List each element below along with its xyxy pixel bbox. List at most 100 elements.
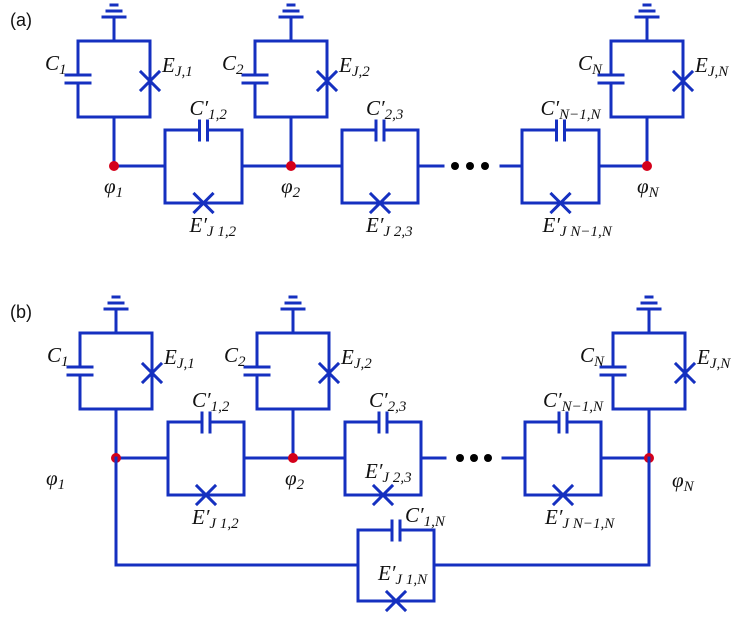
panels-0-cells-0-cap-label: C1	[45, 51, 67, 78]
panels-0-cells-1-cap-label-subscript: 2	[236, 62, 244, 78]
wire	[384, 589, 408, 613]
coupler-jj-label-main: E′	[365, 213, 384, 237]
ground-icon	[634, 3, 660, 43]
ground-icon	[636, 295, 662, 335]
panels-1-cells-1-jj-label-main: E	[340, 345, 354, 369]
coupler-cap-label-main: C′	[190, 96, 209, 120]
ellipsis-dots: •••	[456, 454, 492, 462]
coupler-jj-label: E′J 1,2	[191, 505, 239, 532]
panels-1-cells-1-cap-label: C2	[224, 343, 246, 370]
coupler-jj-label-subscript: J 1,2	[207, 224, 237, 240]
panels-1-cells-2-jj-label-subscript: J,N	[710, 356, 731, 372]
coupler-cap-label-main: C′	[543, 388, 562, 412]
node-phi-label-main: φ	[104, 174, 116, 198]
panels-0-cells-2-cap-label-main: C	[578, 51, 593, 75]
node-dot	[642, 161, 652, 171]
coupler-cap-label: C′2,3	[369, 388, 406, 415]
panels-1-cells-0-cap-label-main: C	[47, 343, 62, 367]
capacitor-icon	[241, 73, 269, 85]
panels-0-cells-0-jj-label: EJ,1	[161, 53, 193, 80]
panels-0-cells-1-cap-label: C2	[222, 51, 244, 78]
panels-1-cells-2-jj-label: EJ,N	[696, 345, 731, 372]
wire	[549, 191, 572, 215]
panels-0-cells-0-jj-label-main: E	[161, 53, 175, 77]
ellipsis-dot	[484, 454, 492, 462]
node-dot	[109, 161, 119, 171]
panels-1-cells-2-cap-label: CN	[580, 343, 605, 370]
capacitor-icon	[243, 365, 271, 377]
coupler-cap-label: C′N−1,N	[543, 388, 604, 415]
panels-1-cells-1-jj-label: EJ,2	[340, 345, 372, 372]
coupler	[166, 411, 246, 507]
wire	[368, 191, 392, 215]
panels-0-cells-2-jj-label: EJ,N	[694, 53, 729, 80]
ground-icon	[103, 295, 129, 335]
panels-0-cells-2-jj-label-subscript: J,N	[708, 64, 729, 80]
josephson-junction-icon	[317, 361, 341, 385]
coupler-cap-label-subscript: 2,3	[388, 399, 407, 415]
node-dot	[286, 161, 296, 171]
coupler-jj-label: E′J 2,3	[365, 213, 413, 240]
wire	[315, 69, 339, 93]
panels-0-cells-2-cap-label: CN	[578, 51, 603, 78]
panels-0-cells-1-jj-label-subscript: J,2	[352, 64, 370, 80]
coupler-jj-label: E′J 2,3	[364, 459, 412, 486]
node-phi-label-subscript: 2	[297, 477, 305, 493]
coupler-cap-label-subscript: 2,3	[385, 107, 404, 123]
capacitor-icon	[599, 365, 627, 377]
capacitor-icon	[66, 365, 94, 377]
josephson-junction-icon	[371, 483, 395, 507]
wire	[140, 361, 164, 385]
coupler-cap-label: C′N−1,N	[541, 96, 602, 123]
coupler-jj-label: E′J N−1,N	[542, 213, 613, 240]
panels-1-cells-1-cap-label-subscript: 2	[238, 354, 246, 370]
panels-0-cells-0-cap-label-subscript: 1	[59, 62, 67, 78]
node-phi-label-main: φ	[637, 174, 649, 198]
panels-1-cells-0-cap-label-subscript: 1	[61, 354, 69, 370]
coupler-jj-label-subscript: J N−1,N	[560, 224, 613, 240]
capacitor-icon	[200, 411, 212, 434]
ground-icon	[101, 3, 127, 43]
coupler-cap-label-main: C′	[366, 96, 385, 120]
node-dot	[288, 453, 298, 463]
coupler-cap-label-subscript: 1,2	[208, 107, 227, 123]
loop-coupler-cap-label-main: C′	[405, 503, 424, 527]
wire	[194, 483, 218, 507]
coupler-cap-label-subscript: 1,2	[211, 399, 230, 415]
wire	[551, 483, 575, 507]
panels-1-cells-2-cap-label-main: C	[580, 343, 595, 367]
coupler-cap-label: C′1,2	[192, 388, 230, 415]
coupler-jj-label-main: E′	[189, 213, 208, 237]
panels-0-cells-2-cap-label-subscript: N	[591, 62, 603, 78]
node-phi-label-subscript: 1	[58, 477, 66, 493]
node-phi-label: φ1	[104, 174, 123, 201]
coupler-cap-label-main: C′	[369, 388, 388, 412]
coupler-jj-label-main: E′	[542, 213, 561, 237]
ellipsis-dot	[451, 162, 459, 170]
ellipsis-dots: •••	[451, 162, 489, 170]
panels-1-cells-0-jj-label-subscript: J,1	[177, 356, 195, 372]
josephson-junction-icon	[551, 483, 575, 507]
node-phi-label-subscript: N	[648, 185, 660, 201]
coupler-cap-label: C′1,2	[190, 96, 228, 123]
node-phi-label-subscript: 2	[293, 185, 301, 201]
capacitor-icon	[557, 411, 569, 434]
coupler-cap-label-main: C′	[192, 388, 211, 412]
coupler	[343, 411, 423, 507]
coupler-cap-label-subscript: N−1,N	[558, 107, 601, 123]
coupler-jj-label-subscript: J 2,3	[383, 224, 412, 240]
ground-icon	[280, 295, 306, 335]
panels-1-cells-0-jj-label: EJ,1	[163, 345, 195, 372]
panels-0-cells-0-cap-label-main: C	[45, 51, 60, 75]
ellipsis-dot	[481, 162, 489, 170]
josephson-junction-icon	[384, 589, 408, 613]
coupler-jj-label-main: E′	[191, 505, 210, 529]
capacitor-icon	[390, 519, 402, 542]
coupler-cap-label: C′2,3	[366, 96, 403, 123]
qubit-cell: C2 EJ,2	[224, 295, 372, 460]
capacitor-icon	[374, 119, 386, 142]
panels-0-cells-0-jj-label-subscript: J,1	[175, 64, 193, 80]
